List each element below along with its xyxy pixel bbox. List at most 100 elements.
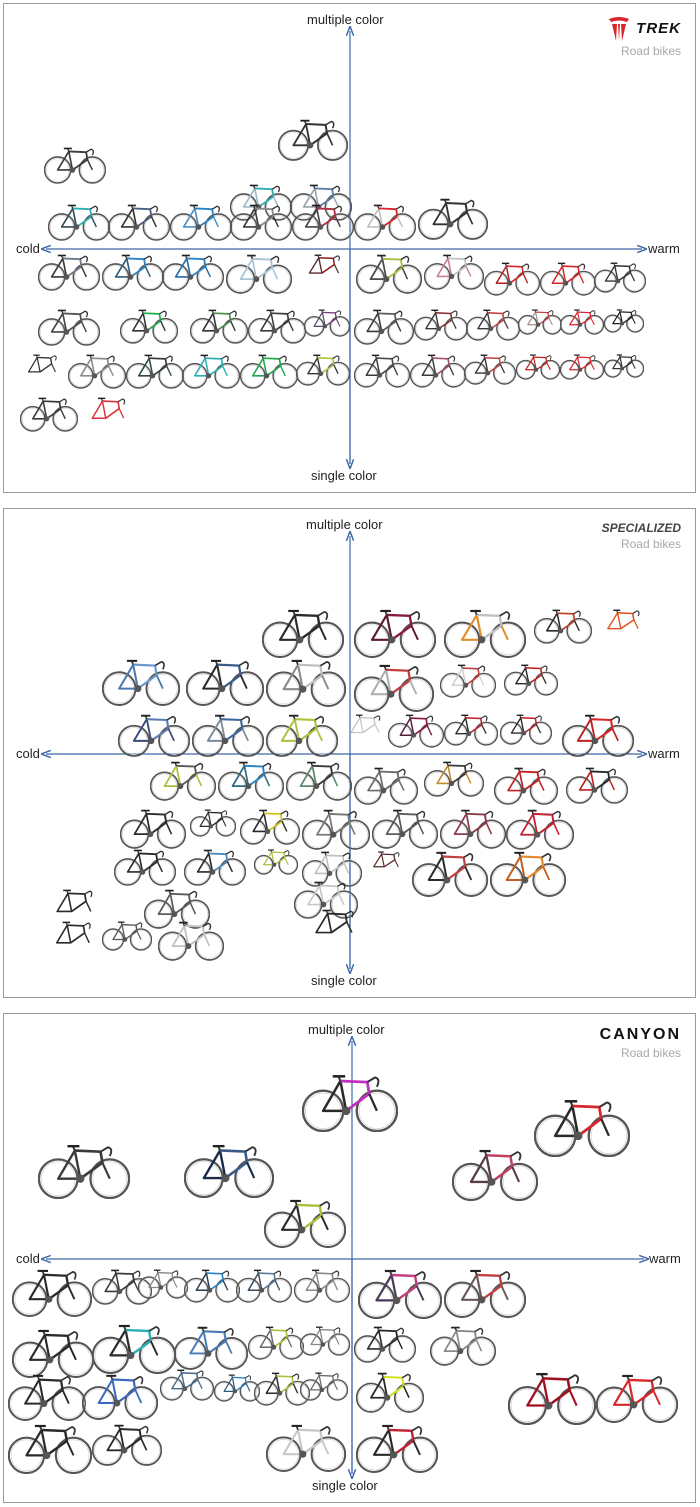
bike-thumbnail[interactable] (534, 609, 592, 644)
bike-thumbnail[interactable] (184, 1144, 274, 1198)
bike-thumbnail[interactable] (266, 1424, 346, 1472)
bike-thumbnail[interactable] (170, 204, 232, 241)
bike-thumbnail[interactable] (240, 809, 300, 845)
bike-thumbnail[interactable] (102, 659, 180, 706)
bike-thumbnail[interactable] (80, 397, 136, 431)
bike-thumbnail[interactable] (604, 309, 644, 333)
bike-thumbnail[interactable] (508, 1372, 596, 1425)
bike-thumbnail[interactable] (214, 1374, 260, 1402)
bike-thumbnail[interactable] (162, 254, 224, 291)
bike-thumbnail[interactable] (182, 354, 240, 389)
bike-thumbnail[interactable] (248, 1326, 304, 1360)
bike-thumbnail[interactable] (102, 921, 152, 951)
bike-thumbnail[interactable] (48, 204, 110, 241)
bike-thumbnail[interactable] (596, 609, 650, 641)
bike-thumbnail[interactable] (294, 881, 358, 919)
bike-thumbnail[interactable] (354, 204, 416, 241)
bike-thumbnail[interactable] (364, 851, 408, 877)
bike-thumbnail[interactable] (230, 204, 292, 241)
bike-thumbnail[interactable] (108, 204, 170, 241)
bike-thumbnail[interactable] (82, 1374, 158, 1420)
bike-thumbnail[interactable] (500, 714, 552, 745)
bike-thumbnail[interactable] (278, 119, 348, 161)
bike-thumbnail[interactable] (266, 714, 338, 757)
bike-thumbnail[interactable] (424, 761, 484, 797)
bike-thumbnail[interactable] (596, 1374, 678, 1423)
bike-thumbnail[interactable] (120, 809, 186, 849)
bike-thumbnail[interactable] (356, 1424, 438, 1473)
bike-thumbnail[interactable] (184, 1269, 240, 1303)
bike-thumbnail[interactable] (118, 714, 190, 757)
bike-thumbnail[interactable] (190, 809, 236, 837)
bike-thumbnail[interactable] (506, 809, 574, 850)
bike-thumbnail[interactable] (566, 767, 628, 804)
bike-thumbnail[interactable] (494, 767, 558, 805)
bike-thumbnail[interactable] (410, 354, 466, 388)
bike-thumbnail[interactable] (262, 609, 344, 658)
bike-thumbnail[interactable] (264, 1199, 346, 1248)
bike-thumbnail[interactable] (354, 767, 418, 805)
bike-thumbnail[interactable] (68, 354, 126, 389)
bike-thumbnail[interactable] (18, 354, 66, 383)
bike-thumbnail[interactable] (174, 1326, 248, 1370)
bike-thumbnail[interactable] (490, 851, 566, 897)
bike-thumbnail[interactable] (138, 1269, 188, 1299)
bike-thumbnail[interactable] (120, 309, 178, 344)
bike-thumbnail[interactable] (126, 354, 184, 389)
bike-thumbnail[interactable] (540, 262, 596, 296)
bike-thumbnail[interactable] (266, 659, 346, 707)
bike-thumbnail[interactable] (160, 1369, 214, 1401)
bike-thumbnail[interactable] (388, 714, 444, 748)
bike-thumbnail[interactable] (440, 809, 506, 849)
bike-thumbnail[interactable] (44, 147, 106, 184)
bike-thumbnail[interactable] (20, 397, 78, 432)
bike-thumbnail[interactable] (114, 849, 176, 886)
bike-thumbnail[interactable] (12, 1329, 94, 1378)
bike-thumbnail[interactable] (356, 1372, 424, 1413)
bike-thumbnail[interactable] (484, 262, 540, 296)
bike-thumbnail[interactable] (292, 204, 354, 241)
bike-thumbnail[interactable] (304, 309, 350, 337)
bike-thumbnail[interactable] (354, 609, 436, 658)
bike-thumbnail[interactable] (466, 309, 520, 341)
bike-thumbnail[interactable] (186, 659, 264, 706)
bike-thumbnail[interactable] (302, 809, 370, 850)
bike-thumbnail[interactable] (452, 1149, 538, 1201)
bike-thumbnail[interactable] (560, 354, 604, 380)
bike-thumbnail[interactable] (354, 309, 414, 345)
bike-thumbnail[interactable] (92, 1269, 152, 1305)
bike-thumbnail[interactable] (464, 354, 516, 385)
bike-thumbnail[interactable] (562, 714, 634, 757)
bike-thumbnail[interactable] (440, 664, 496, 698)
bike-thumbnail[interactable] (38, 254, 100, 291)
bike-thumbnail[interactable] (294, 1269, 350, 1303)
bike-thumbnail[interactable] (444, 714, 498, 746)
bike-thumbnail[interactable] (412, 851, 488, 897)
bike-thumbnail[interactable] (504, 664, 558, 696)
bike-thumbnail[interactable] (190, 309, 248, 344)
bike-thumbnail[interactable] (218, 761, 284, 801)
bike-thumbnail[interactable] (372, 809, 438, 849)
bike-thumbnail[interactable] (354, 664, 434, 712)
bike-thumbnail[interactable] (414, 309, 468, 341)
bike-thumbnail[interactable] (356, 254, 422, 294)
bike-thumbnail[interactable] (302, 1074, 398, 1132)
bike-thumbnail[interactable] (300, 1326, 350, 1356)
bike-thumbnail[interactable] (424, 254, 484, 290)
bike-thumbnail[interactable] (534, 1099, 630, 1157)
bike-thumbnail[interactable] (354, 1326, 416, 1363)
bike-thumbnail[interactable] (418, 198, 488, 240)
bike-thumbnail[interactable] (8, 1424, 92, 1474)
bike-thumbnail[interactable] (38, 309, 100, 346)
bike-thumbnail[interactable] (254, 849, 298, 875)
bike-thumbnail[interactable] (594, 262, 646, 293)
bike-thumbnail[interactable] (254, 1372, 310, 1406)
bike-thumbnail[interactable] (226, 254, 292, 294)
bike-thumbnail[interactable] (300, 1372, 348, 1401)
bike-thumbnail[interactable] (12, 1269, 92, 1317)
bike-thumbnail[interactable] (296, 354, 350, 386)
bike-thumbnail[interactable] (340, 714, 390, 744)
bike-thumbnail[interactable] (192, 714, 264, 757)
bike-thumbnail[interactable] (302, 909, 366, 947)
bike-thumbnail[interactable] (354, 354, 410, 388)
